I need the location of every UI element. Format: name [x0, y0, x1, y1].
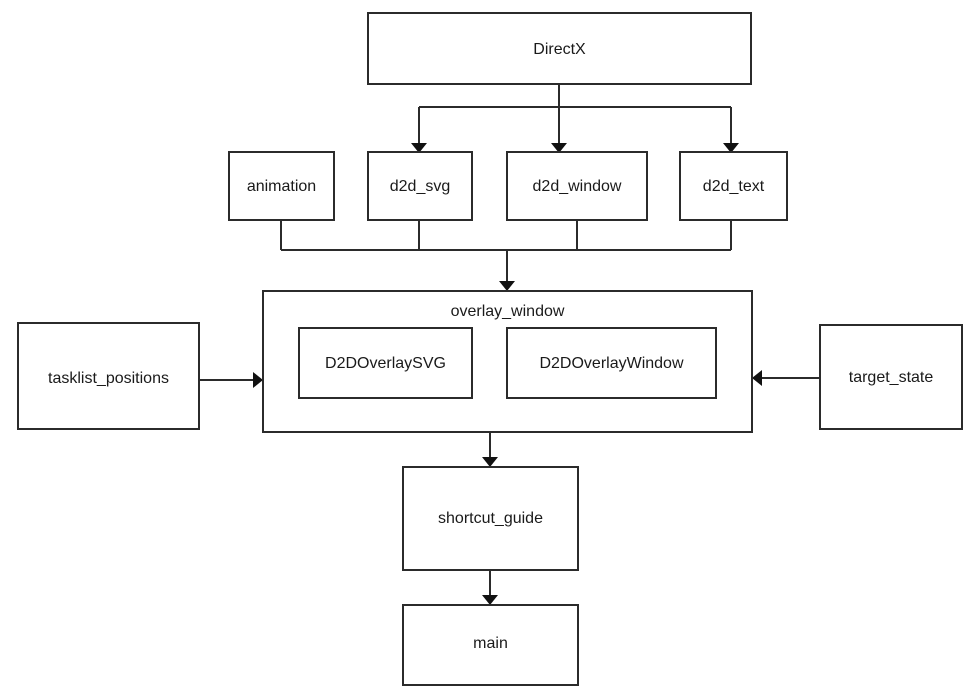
node-d2d_window-box[interactable] [506, 151, 648, 221]
edge-row2-merge-bus [280, 220, 732, 251]
node-overlay_window-label: overlay_window [451, 303, 565, 320]
arrowhead-target-state [752, 370, 762, 386]
node-target_state-label: target_state [849, 369, 934, 386]
node-d2d_svg[interactable]: d2d_svg [367, 151, 473, 221]
node-d2d_text[interactable]: d2d_text [679, 151, 788, 221]
node-d2d_svg-box[interactable] [367, 151, 473, 221]
node-main-label: main [473, 635, 508, 652]
node-tasklist_positions[interactable]: tasklist_positions [17, 322, 200, 430]
edge-directx-bus [419, 84, 731, 108]
node-d2d_text-box[interactable] [679, 151, 788, 221]
edge-directx-to-d2d_window [551, 107, 567, 153]
node-d2d_window[interactable]: d2d_window [506, 151, 648, 221]
arrowhead-d2d-window [551, 143, 567, 153]
node-tasklist_positions-label: tasklist_positions [48, 370, 169, 387]
node-d2d_svg-label: d2d_svg [390, 178, 451, 195]
node-d2d_overlay_svg-label: D2DOverlaySVG [325, 355, 446, 372]
arrowhead-d2d-svg [411, 143, 427, 153]
arrowhead-overlay-window [499, 281, 515, 291]
edge-target_state-to-overlay_window [752, 370, 820, 386]
node-animation-box[interactable] [228, 151, 335, 221]
edge-directx-to-d2d_text [723, 107, 739, 153]
node-d2d_overlay_window-label: D2DOverlayWindow [539, 355, 683, 372]
node-main-box[interactable] [402, 604, 579, 686]
node-tasklist_positions-box[interactable] [17, 322, 200, 430]
arrowhead-d2d-text [723, 143, 739, 153]
node-d2d_overlay_window[interactable]: D2DOverlayWindow [506, 327, 717, 399]
edge-directx-to-d2d_svg [411, 107, 427, 153]
edge-bus-to-overlay_window [499, 250, 515, 291]
node-animation[interactable]: animation [228, 151, 335, 221]
node-animation-label: animation [247, 178, 316, 195]
node-shortcut_guide[interactable]: shortcut_guide [402, 466, 579, 571]
node-overlay_window[interactable]: overlay_window D2DOverlaySVG D2DOverlayW… [262, 290, 753, 433]
node-target_state-box[interactable] [819, 324, 963, 430]
edge-tasklist_positions-to-overlay_window [199, 372, 263, 388]
arrowhead-shortcut-guide [482, 457, 498, 467]
node-d2d_overlay_window-box[interactable] [506, 327, 717, 399]
node-d2d_window-label: d2d_window [533, 178, 622, 195]
arrowhead-main [482, 595, 498, 605]
node-d2d_overlay_svg-box[interactable] [298, 327, 473, 399]
node-directx-label: DirectX [533, 41, 586, 58]
node-d2d_overlay_svg[interactable]: D2DOverlaySVG [298, 327, 473, 399]
node-target_state[interactable]: target_state [819, 324, 963, 430]
node-d2d_text-label: d2d_text [703, 178, 765, 195]
node-directx[interactable]: DirectX [367, 12, 752, 85]
edge-shortcut_guide-to-main [482, 570, 498, 605]
edge-overlay_window-to-shortcut_guide [482, 432, 498, 467]
node-directx-box[interactable] [367, 12, 752, 85]
node-shortcut_guide-box[interactable] [402, 466, 579, 571]
arrowhead-tasklist-positions [253, 372, 263, 388]
node-main[interactable]: main [402, 604, 579, 686]
node-shortcut_guide-label: shortcut_guide [438, 510, 543, 527]
